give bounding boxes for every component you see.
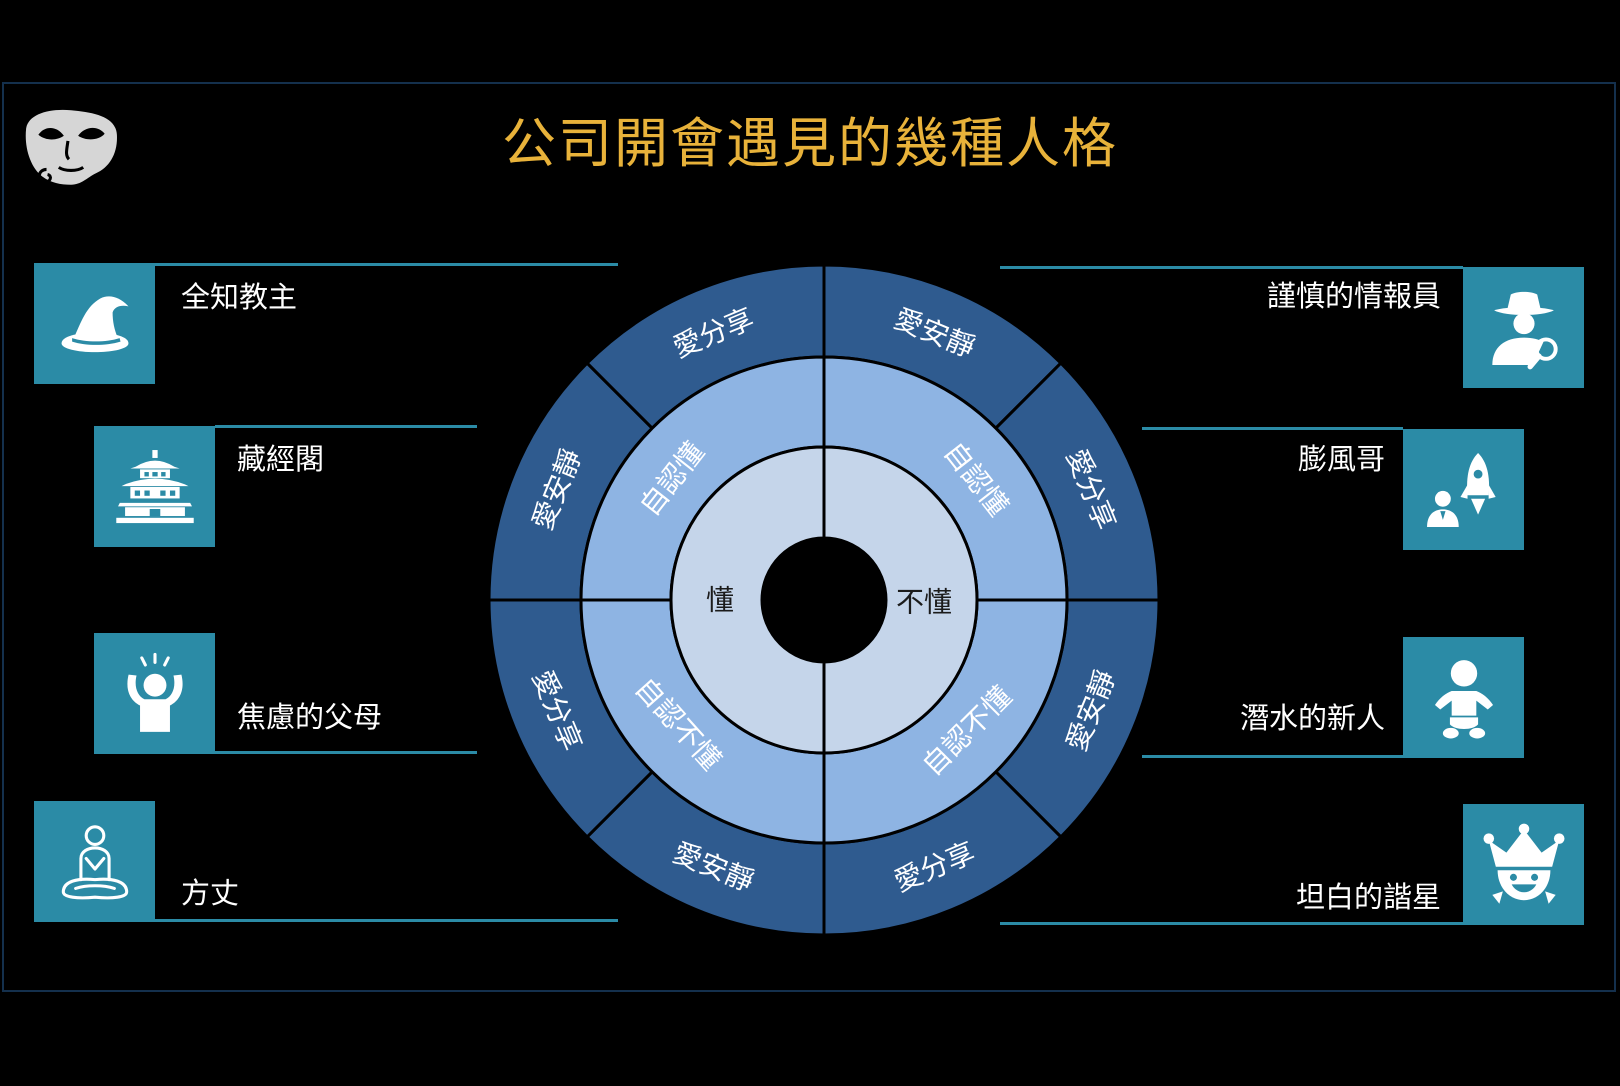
detective-icon [1491, 291, 1558, 369]
persona-label: 藏經閣 [237, 442, 325, 476]
theater-mask-icon [20, 106, 122, 188]
slide-frame [2, 82, 1616, 992]
pagoda-icon [115, 449, 194, 523]
persona-label: 謹慎的情報員 [1266, 279, 1441, 313]
personality-wheel: 愛安靜 愛分享 愛安靜 愛分享 愛安靜 愛分享 愛安靜 愛分享 自認懂 自認懂 … [487, 263, 1161, 937]
page-title: 公司開會遇見的幾種人格 [502, 112, 1118, 175]
persona-label: 方丈 [181, 876, 240, 910]
connector-line [155, 263, 618, 266]
inner-label: 不懂 [896, 586, 952, 619]
persona-tile-left-2 [94, 426, 215, 547]
jester-icon [1483, 823, 1564, 904]
persona-tile-right-3 [1403, 637, 1524, 758]
connector-line [1000, 922, 1463, 925]
persona-label: 全知教主 [181, 280, 298, 314]
persona-tile-left-4 [34, 801, 155, 922]
persona-label: 坦白的諧星 [1295, 880, 1441, 914]
connector-line [1142, 427, 1403, 430]
baby-icon [1434, 659, 1493, 738]
anxious-person-icon [126, 652, 183, 732]
inner-label: 懂 [706, 584, 734, 617]
persona-label: 焦慮的父母 [237, 700, 383, 734]
persona-tile-right-1 [1463, 267, 1584, 388]
connector-line [215, 751, 477, 754]
wizard-hat-icon [61, 295, 128, 352]
wheel-hole [762, 538, 886, 662]
persona-tile-right-4 [1463, 804, 1584, 925]
connector-line [215, 425, 477, 428]
rocket-person-icon [1426, 452, 1496, 527]
connector-line [155, 919, 618, 922]
persona-label: 潛水的新人 [1239, 701, 1385, 735]
persona-tile-left-1 [34, 263, 155, 384]
persona-tile-left-3 [94, 633, 215, 754]
connector-line [1142, 755, 1403, 758]
persona-tile-right-2 [1403, 429, 1524, 550]
persona-label: 膨風哥 [1297, 442, 1385, 476]
meditating-monk-icon [61, 824, 128, 899]
connector-line [1000, 266, 1463, 269]
